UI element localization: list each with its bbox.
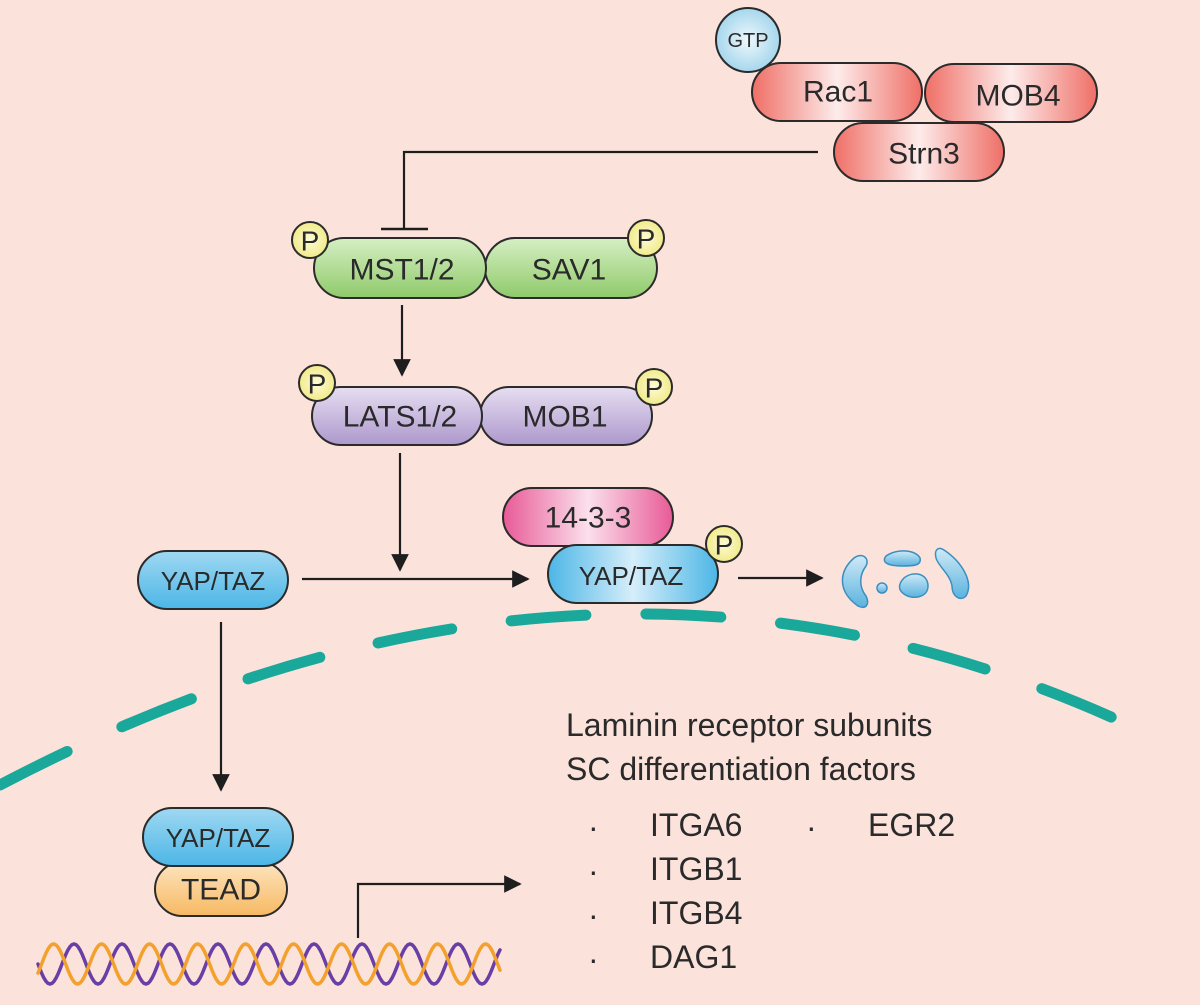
- yap-taz-nuclear-label: YAP/TAZ: [166, 823, 271, 853]
- phospho-mst: [291, 221, 329, 259]
- dna-helix: [36, 942, 502, 986]
- mob4-protein: [924, 63, 1098, 123]
- phospho-yap-label: P: [715, 530, 734, 561]
- yap-taz-free-protein: [137, 550, 289, 610]
- gtp-label: GTP: [727, 30, 768, 52]
- yap-taz-14-3-3-complex: 14-3-3 YAP/TAZ P: [502, 487, 743, 604]
- phospho-yap: [705, 525, 743, 563]
- strn3-label: Strn3: [888, 138, 960, 171]
- gene-item: ITGB4: [650, 895, 742, 931]
- lats12-label: LATS1/2: [343, 401, 458, 434]
- strn3-protein: [833, 122, 1005, 182]
- yap-taz-free-label: YAP/TAZ: [161, 566, 266, 596]
- fragment-middle: [898, 573, 929, 599]
- mst-sav-complex: MST1/2 SAV1 P P: [291, 219, 665, 299]
- mob4-label: MOB4: [975, 80, 1060, 113]
- yap-taz-tead-complex: TEAD YAP/TAZ: [142, 807, 294, 917]
- bullet: ·: [806, 809, 817, 845]
- mst12-label: MST1/2: [349, 254, 454, 287]
- target-genes: Laminin receptor subunits SC differentia…: [566, 707, 955, 977]
- sav1-label: SAV1: [532, 254, 607, 287]
- fragment-top: [883, 550, 921, 567]
- fragment-dot: [876, 582, 888, 594]
- bullet: ·: [588, 809, 599, 845]
- phospho-mob1: [635, 368, 673, 406]
- dna-strand-orange: [36, 942, 502, 986]
- rac1-mob4-strn3-complex: Rac1 MOB4 Strn3 GTP: [715, 7, 1098, 182]
- nuclear-membrane: [0, 608, 1156, 791]
- yap-taz-nuclear-protein: [142, 807, 294, 867]
- bullet: ·: [588, 941, 599, 977]
- phospho-mst-label: P: [301, 226, 320, 257]
- gtp-molecule: [715, 7, 781, 73]
- bullet: ·: [588, 897, 599, 933]
- phospho-lats-label: P: [308, 369, 327, 400]
- phospho-mob1-label: P: [645, 373, 664, 404]
- fragment-left: [841, 554, 869, 608]
- mob1-label: MOB1: [522, 401, 607, 434]
- gene-item: ITGB1: [650, 851, 742, 887]
- degradation-fragments: [841, 547, 970, 608]
- phospho-lats: [298, 364, 336, 402]
- yap-taz-bound-protein: [547, 544, 719, 604]
- gene-item: DAG1: [650, 939, 737, 975]
- rac1-label: Rac1: [803, 76, 873, 109]
- gene-item: EGR2: [868, 807, 955, 843]
- yap-taz-free: YAP/TAZ: [137, 550, 289, 610]
- phospho-sav: [627, 219, 665, 257]
- mst12-protein: [313, 237, 487, 299]
- bullet: ·: [588, 853, 599, 889]
- strn3-inhibition-line: [402, 150, 818, 228]
- lats12-protein: [311, 386, 483, 446]
- transcription-start-arrow: [356, 875, 522, 938]
- gene-item: ITGA6: [650, 807, 742, 843]
- tead-label: TEAD: [181, 874, 261, 907]
- fragment-right: [934, 547, 970, 600]
- phospho-sav-label: P: [637, 224, 656, 255]
- lats-mob-complex: LATS1/2 MOB1 P P: [298, 364, 673, 446]
- label-14-3-3: 14-3-3: [545, 502, 632, 535]
- targets-heading-1: Laminin receptor subunits: [566, 707, 932, 743]
- targets-heading-2: SC differentiation factors: [566, 751, 916, 787]
- yap-taz-bound-label: YAP/TAZ: [579, 561, 684, 591]
- rac1-protein: [751, 62, 923, 122]
